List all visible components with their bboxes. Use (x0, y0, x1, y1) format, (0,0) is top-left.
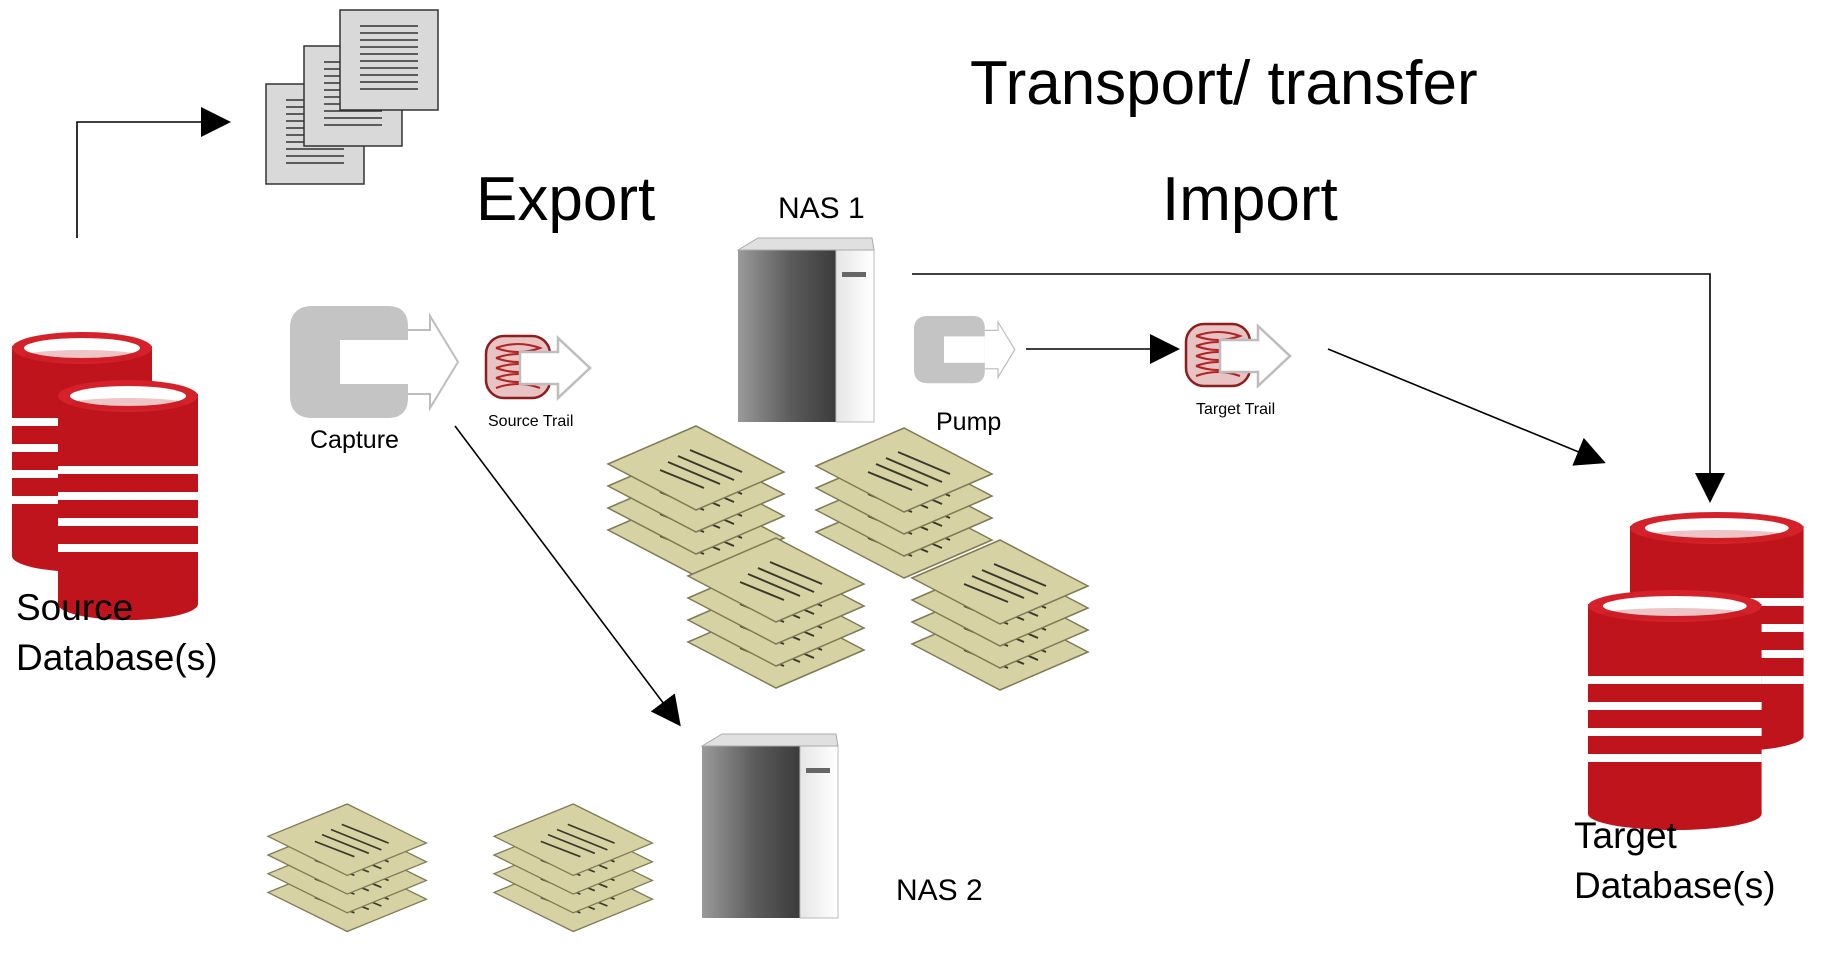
target-database-icon (1588, 512, 1804, 830)
source-database-icon (12, 332, 198, 620)
nas1-file-stacks (608, 426, 1088, 690)
pump-process-icon (913, 315, 1016, 384)
pump-label: Pump (936, 408, 1001, 436)
file-stack-icon (494, 804, 652, 932)
heading-export: Export (476, 165, 655, 234)
heading-import: Import (1162, 165, 1338, 234)
capture-to-nas2-arrow (454, 425, 681, 727)
target-trail-to-target-db-arrow (1327, 348, 1606, 466)
nas1-to-target-db-arrow (912, 273, 1725, 503)
capture-label: Capture (310, 426, 399, 454)
source-trail-icon (484, 334, 592, 400)
target-trail-label: Target Trail (1196, 401, 1275, 418)
nas2-server-icon (701, 733, 839, 919)
source-db-label-line1: Source (16, 587, 133, 628)
target-db-label-line2: Database(s) (1574, 865, 1776, 906)
source-to-documents-arrow (76, 107, 231, 238)
nas1-server-icon (737, 237, 875, 423)
target-trail-icon (1184, 322, 1292, 388)
capture-process-icon (289, 305, 459, 419)
source-db-label-line2: Database(s) (16, 637, 218, 678)
nas2-label: NAS 2 (896, 874, 983, 907)
document-stack-icon (265, 9, 439, 185)
source-trail-label: Source Trail (488, 413, 573, 430)
nas1-label: NAS 1 (778, 192, 865, 225)
nas2-file-stacks (268, 804, 652, 932)
target-db-label-line1: Target (1574, 815, 1678, 856)
file-stack-icon (268, 804, 426, 932)
heading-transport-transfer: Transport/ transfer (970, 49, 1478, 118)
